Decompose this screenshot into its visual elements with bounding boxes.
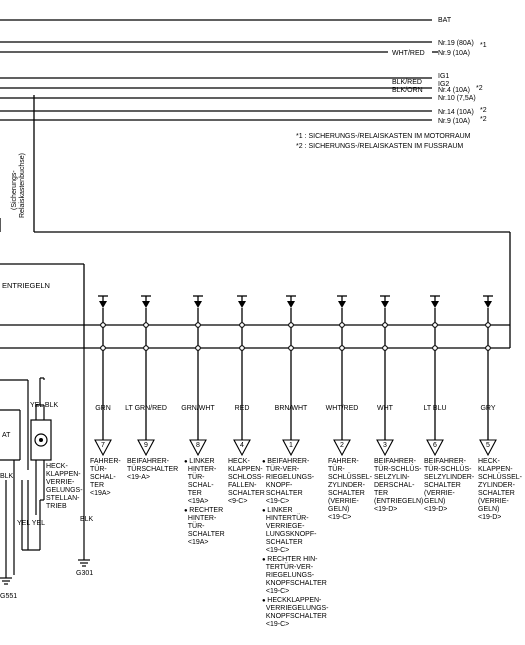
connector-number: 8 <box>196 442 200 449</box>
fuse-4-label: Nr.4 (10A) <box>438 87 470 94</box>
brn-wht-bullet-4: ● HECKKLAPPEN- VERRIEGELUNGS- KNOPFSCHAL… <box>262 597 329 628</box>
switch-column-2: LT GRN/RED 9 <box>125 295 167 457</box>
diode-icon <box>238 301 246 308</box>
wire-color-label: BRN/WHT <box>275 405 308 412</box>
connector-number: 9 <box>144 442 148 449</box>
wire-color-label: LT BLU <box>423 405 446 412</box>
fuse-10-label: Nr.10 (7,5A) <box>438 95 476 102</box>
bullet-icon: ● <box>262 557 268 563</box>
g551-label: G551 <box>0 593 17 600</box>
blk-ground-label: BLK <box>80 516 94 523</box>
blk-red-label: BLK/RED <box>392 79 422 86</box>
switch-column-6: WHT/RED 2 <box>326 295 359 457</box>
connector-number: 7 <box>101 442 105 449</box>
blk-left-label: BLK <box>0 473 14 480</box>
brn-wht-bullet-2: ● LINKER HINTERTÜR- VERRIEGE- LUNGSKNOPF… <box>262 507 317 554</box>
switch-label-9: HECK- KLAPPEN- SCHLÜSSEL- ZYLINDER- SCHA… <box>478 458 522 521</box>
fuse-9b-label: Nr.9 (10A) <box>438 118 470 125</box>
diode-icon <box>338 301 346 308</box>
wire-color-label: WHT/RED <box>326 405 359 412</box>
yel-blk-label: YEL BLK <box>30 402 58 409</box>
connector-icon <box>233 439 251 457</box>
grn-wht-bullet-2: ● RECHTER HINTER- TÜR- SCHALTER <19A> <box>184 507 225 546</box>
fuse-14-label: Nr.14 (10A) <box>438 109 474 116</box>
brn-wht-bullet-3: ● RECHTER HIN- TERTÜR-VER- RIEGELUNGS- K… <box>262 556 327 595</box>
connector-icon <box>376 439 394 457</box>
switch-label-7: BEIFAHRER- TÜR-SCHLÜS- SELZYLIN- DERSCHA… <box>374 458 424 513</box>
connector-icon <box>282 439 300 457</box>
switch-column-4: RED 4 <box>233 295 251 457</box>
diode-icon <box>431 301 439 308</box>
bullet-icon: ● <box>262 459 268 465</box>
ground-symbol-g301 <box>78 559 90 567</box>
ground-symbol-g551 <box>0 577 12 585</box>
diode-icon <box>381 301 389 308</box>
note-2: *2 : SICHERUNGS-/RELAISKASTEN IM FUSSRAU… <box>296 143 463 150</box>
switch-column-1: GRN 7 <box>94 295 112 457</box>
note-1: *1 : SICHERUNGS-/RELAISKASTEN IM MOTORRA… <box>296 133 471 140</box>
wire-color-label: GRN/WHT <box>181 405 215 412</box>
star2a-label: *2 <box>476 85 483 92</box>
connector-number: 6 <box>433 442 437 449</box>
ig2-label: IG2 <box>438 81 449 88</box>
fuse-19-label: Nr.19 (80A) <box>438 40 474 47</box>
at-label: AT <box>2 432 11 439</box>
star2c-label: *2 <box>480 116 487 123</box>
star2b-label: *2 <box>480 107 487 114</box>
bullet-icon: ● <box>262 508 268 514</box>
diode-icon <box>484 301 492 308</box>
switch-column-8: LT BLU 6 <box>423 295 447 457</box>
fuse-9-label: Nr.9 (10A) <box>438 50 470 57</box>
connector-number: 5 <box>486 442 490 449</box>
grn-wht-bullet-1: ● LINKER HINTER- TÜR- SCHAL- TER <19A> <box>184 458 217 505</box>
switch-label-2: BEIFAHRER- TÜRSCHALTER <19-A> <box>127 458 179 481</box>
wire-color-label: GRY <box>480 405 495 412</box>
side-label-2: Relaiskastenbuchse) <box>19 153 26 218</box>
switch-label-8: BEIFAHRER- TÜR-SCHLÜS- SELZYLINDER- SCHA… <box>424 458 475 513</box>
actuator-label: HECK- KLAPPEN- VERRIE- GELUNGS- STELLAN-… <box>46 463 83 510</box>
bullet-icon: ● <box>184 459 190 465</box>
diode-icon <box>287 301 295 308</box>
wire-color-label: LT GRN/RED <box>125 405 167 412</box>
motor-icon <box>34 433 48 447</box>
side-label-1: (Sicherungs- <box>11 170 18 210</box>
diode-icon <box>142 301 150 308</box>
connector-icon <box>137 439 155 457</box>
wire-color-label: WHT <box>377 405 394 412</box>
g301-label: G301 <box>76 570 93 577</box>
yel-yel-label: YEL YEL <box>17 520 45 527</box>
switch-column-3: GRN/WHT 8 <box>181 295 215 457</box>
connector-number: 3 <box>383 442 387 449</box>
wht-red-label: WHT/RED <box>392 50 425 57</box>
connector-number: 1 <box>289 442 293 449</box>
bullet-icon: ● <box>184 508 190 514</box>
module-label: ENTRIEGELN <box>2 281 50 290</box>
star1-label: *1 <box>480 42 487 49</box>
diode-icon <box>99 301 107 308</box>
switch-column-9: GRY 5 <box>479 295 497 457</box>
switch-label-4: HECK- KLAPPEN- SCHLOSS- FALLEN- SCHALTER… <box>228 458 265 505</box>
connector-number: 2 <box>340 442 344 449</box>
switch-column-7: WHT 3 <box>376 295 394 457</box>
wire-color-label: RED <box>235 405 250 412</box>
connector-number: 4 <box>240 442 244 449</box>
brn-wht-bullet-1: ● BEIFAHRER- TÜR-VER- RIEGELUNGS- KNOPF-… <box>262 458 315 505</box>
wire-color-label: GRN <box>95 405 111 412</box>
bat-label: BAT <box>438 17 452 24</box>
connector-icon <box>479 439 497 457</box>
switch-column-5: BRN/WHT 1 <box>275 295 308 457</box>
connector-icon <box>333 439 351 457</box>
bullet-icon: ● <box>262 598 268 604</box>
ig1-label: IG1 <box>438 73 449 80</box>
connector-icon <box>94 439 112 457</box>
connector-icon <box>426 439 444 457</box>
diode-icon <box>194 301 202 308</box>
connector-icon <box>189 439 207 457</box>
blk-orn-label: BLK/ORN <box>392 87 423 94</box>
switch-label-1: FAHRER- TÜR- SCHAL- TER <19A> <box>90 458 121 497</box>
actuator-box <box>30 419 52 461</box>
switch-label-6: FAHRER- TÜR- SCHLÜSSEL- ZYLINDER- SCHALT… <box>328 458 372 521</box>
